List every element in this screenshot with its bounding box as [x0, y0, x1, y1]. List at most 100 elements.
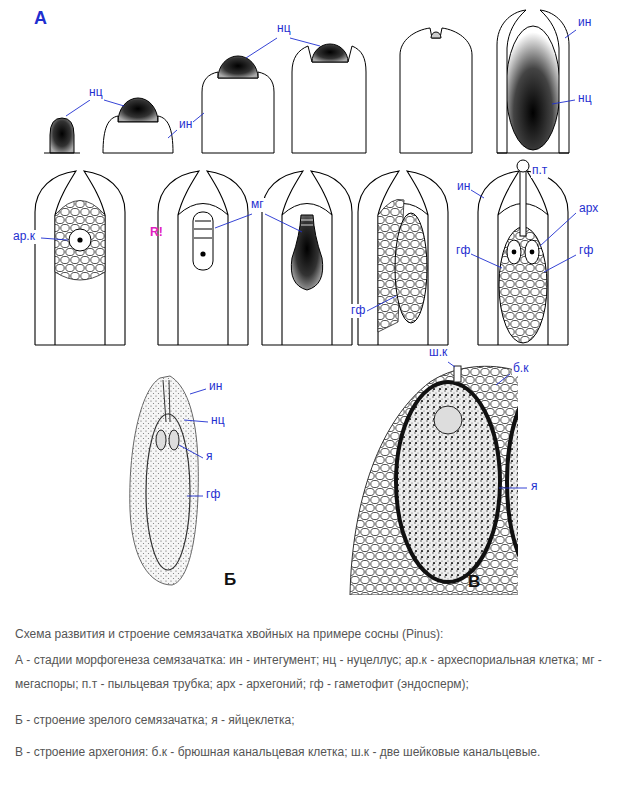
- part-label: я: [530, 480, 539, 494]
- part-label: нц: [276, 22, 292, 36]
- megaspore: [291, 215, 322, 290]
- ovule-stage-1: [44, 118, 80, 153]
- archegonium: [156, 430, 166, 450]
- integument: [358, 171, 448, 345]
- mature-ovule: [130, 376, 199, 585]
- part-label: мг: [250, 198, 265, 212]
- part-label: п.т: [531, 164, 548, 178]
- ovule-stage-5: [400, 28, 472, 153]
- base-line: [497, 153, 569, 154]
- part-label: нц: [577, 92, 593, 106]
- leader-line: [265, 214, 302, 232]
- gametophyte: [146, 414, 190, 570]
- leader-line: [184, 420, 208, 422]
- archegonium: [507, 382, 518, 582]
- leader-line: [215, 214, 252, 228]
- panel-letter: Б: [224, 570, 236, 590]
- leader-line: [552, 100, 575, 104]
- cell-nucleus: [77, 237, 82, 242]
- nucellus-cells: [55, 201, 105, 281]
- part-label: гф: [455, 244, 471, 258]
- leader-line: [246, 38, 277, 58]
- integument: [158, 171, 248, 345]
- archesporial-cell: [69, 229, 91, 251]
- nucellus: [506, 26, 560, 150]
- nucellus: [50, 118, 74, 153]
- ovule-archespore: [35, 171, 125, 345]
- integument: [35, 171, 125, 345]
- integument: [130, 376, 199, 585]
- legend-note: А - стадии морфогенеза семязачатка: ин -…: [15, 648, 615, 696]
- legend-note: Б - строение зрелого семязачатка; я - яй…: [15, 708, 615, 732]
- leader-line: [179, 445, 203, 458]
- integument: [103, 116, 173, 153]
- gametophyte: [499, 227, 547, 343]
- part-label: нц: [210, 414, 226, 428]
- leader-line: [471, 254, 502, 268]
- part-label: арх: [578, 202, 599, 216]
- leader-line: [187, 496, 203, 497]
- pollen-grain: [517, 160, 529, 172]
- ovule-stage-2: [103, 98, 173, 153]
- leader-line: [499, 488, 527, 489]
- megaspore-walls: [194, 221, 212, 238]
- leader-line: [565, 30, 576, 38]
- nucellus: [431, 32, 441, 38]
- degenerating-spores: [301, 220, 313, 225]
- part-label: гф: [205, 488, 221, 502]
- ovule-stage-4: [292, 44, 366, 153]
- archegonium: [396, 382, 500, 582]
- leader-line: [104, 100, 124, 106]
- cell-nucleus: [200, 251, 205, 256]
- archegonium: [169, 430, 179, 450]
- leader-line: [193, 113, 204, 122]
- egg-nucleus: [512, 250, 517, 255]
- part-label: нц: [88, 86, 104, 100]
- leader-line: [190, 389, 206, 394]
- ovule-tetrad: [158, 171, 248, 345]
- part-label: б.к: [512, 362, 529, 376]
- note-mark: R!: [150, 226, 163, 240]
- archegonium: [525, 240, 539, 264]
- part-label: гф: [350, 304, 366, 318]
- nucellus: [312, 44, 348, 62]
- leader-line: [496, 374, 510, 385]
- part-label: я: [205, 450, 214, 464]
- panel-letter: В: [468, 572, 480, 592]
- egg-nucleus: [434, 406, 462, 434]
- ovule-stage-6: [497, 10, 569, 153]
- base-line: [44, 153, 80, 154]
- legend-note: В - строение архегония: б.к - брюшная ка…: [15, 740, 615, 764]
- integument: [540, 10, 569, 153]
- figure-caption: Схема развития и строение семязачатка хв…: [15, 622, 615, 646]
- nucellus: [218, 56, 258, 78]
- pollen-tube: [520, 166, 526, 236]
- integument: [400, 28, 472, 153]
- leader-line: [290, 38, 320, 46]
- leader-line: [448, 362, 455, 367]
- nucellus: [118, 98, 158, 122]
- leader-line: [540, 213, 576, 246]
- leader-line: [544, 255, 576, 272]
- panel-letter: А: [34, 8, 47, 29]
- neck-cells: [454, 366, 461, 382]
- leader-line: [66, 100, 90, 116]
- part-label: ш.к: [428, 346, 448, 360]
- leader-line: [471, 190, 484, 198]
- leader-line: [367, 296, 396, 311]
- ovule-gametophyte-young: [358, 171, 448, 345]
- ovule-pollinated: [478, 160, 568, 345]
- ovule-megaspore: [262, 171, 352, 345]
- part-label: ин: [178, 118, 193, 132]
- micropyle: [163, 380, 170, 422]
- gametophyte-tissue: [350, 366, 518, 595]
- leader-lines: [41, 30, 576, 496]
- integument: [202, 72, 274, 153]
- archegonium-detail: [350, 366, 518, 595]
- part-label: ар.к: [12, 230, 36, 244]
- gametophyte: [395, 213, 427, 323]
- part-label: ин: [577, 16, 592, 30]
- egg-nucleus: [530, 250, 535, 255]
